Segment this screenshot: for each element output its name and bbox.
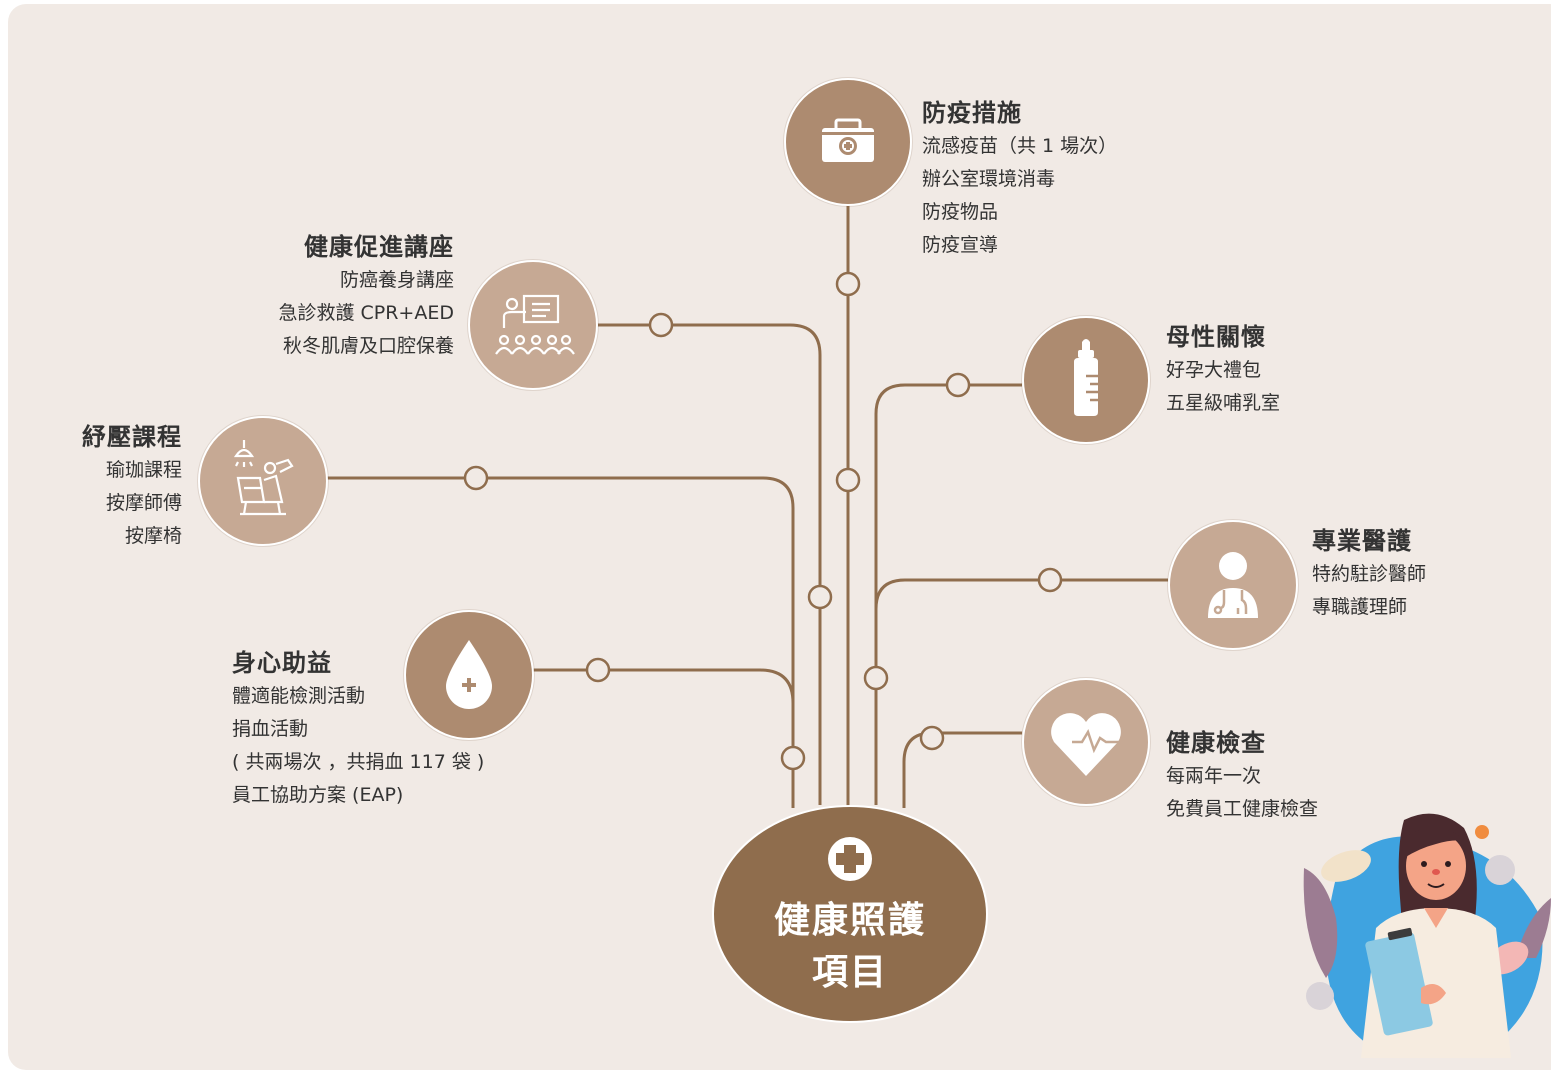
title-wellbeing: 身心助益 bbox=[232, 649, 332, 677]
item-lecture-1: 防癌養身講座 bbox=[339, 269, 454, 291]
title-epidemic: 防疫措施 bbox=[922, 99, 1022, 127]
connector-dot bbox=[863, 665, 889, 691]
item-epidemic-3: 防疫物品 bbox=[922, 201, 999, 223]
item-checkup-1: 每兩年一次 bbox=[1166, 765, 1262, 787]
connector-lecture bbox=[594, 323, 822, 805]
baby-bottle-icon bbox=[1074, 339, 1098, 416]
item-stress-3: 按摩椅 bbox=[124, 525, 182, 547]
block-checkup: 健康檢查 每兩年一次 免費員工健康檢查 bbox=[1166, 726, 1318, 826]
connector-dot bbox=[780, 745, 806, 771]
item-wellbeing-4: 員工協助方案 (EAP) bbox=[232, 784, 404, 806]
item-maternity-2: 五星級哺乳室 bbox=[1166, 392, 1281, 414]
title-medical: 專業醫護 bbox=[1312, 527, 1412, 555]
item-wellbeing-2: 捐血活動 bbox=[232, 718, 309, 740]
connector-dot bbox=[807, 584, 833, 610]
node-checkup bbox=[1022, 678, 1150, 806]
node-wellbeing bbox=[404, 610, 534, 740]
item-wellbeing-1: 體適能檢測活動 bbox=[232, 685, 366, 707]
connector-dot bbox=[919, 725, 945, 751]
node-medical bbox=[1168, 520, 1298, 650]
connector-wellbeing bbox=[530, 668, 795, 808]
node-lecture bbox=[468, 260, 598, 390]
plus-circle-icon bbox=[828, 837, 872, 881]
connector-stress bbox=[326, 476, 795, 808]
connector-dot bbox=[463, 465, 489, 491]
block-medical: 專業醫護 特約駐診醫師 專職護理師 bbox=[1312, 524, 1426, 624]
title-checkup: 健康檢查 bbox=[1166, 729, 1266, 757]
blood-drop-icon bbox=[446, 640, 492, 709]
item-medical-2: 專職護理師 bbox=[1312, 596, 1408, 618]
center-node: 健康照護 項目 bbox=[712, 805, 988, 1023]
connector-dot bbox=[945, 372, 971, 398]
item-lecture-2: 急診救護 CPR+AED bbox=[278, 302, 454, 324]
doctor-icon bbox=[1208, 552, 1258, 618]
connector-medical bbox=[874, 578, 1168, 610]
presentation-audience-icon bbox=[495, 294, 575, 355]
item-epidemic-1: 流感疫苗（共 1 場次） bbox=[922, 135, 1118, 157]
connector-maternity bbox=[874, 383, 1022, 805]
item-wellbeing-3: ( 共兩場次 ，共捐血 117 袋 ) bbox=[232, 751, 485, 773]
item-maternity-1: 好孕大禮包 bbox=[1166, 359, 1262, 381]
item-stress-2: 按摩師傅 bbox=[105, 492, 182, 514]
center-title: 健康照護 項目 bbox=[714, 895, 986, 999]
title-stress: 紓壓課程 bbox=[82, 423, 182, 451]
connector-dot bbox=[835, 271, 861, 297]
node-epidemic bbox=[784, 78, 912, 206]
first-aid-kit-icon bbox=[822, 118, 874, 162]
block-wellbeing: 身心助益 體適能檢測活動 捐血活動 ( 共兩場次 ，共捐血 117 袋 ) 員工… bbox=[232, 646, 484, 812]
item-epidemic-2: 辦公室環境消毒 bbox=[922, 168, 1056, 190]
connector-dot bbox=[835, 467, 861, 493]
connector-dot bbox=[648, 312, 674, 338]
connector-dot bbox=[585, 657, 611, 683]
item-epidemic-4: 防疫宣導 bbox=[922, 234, 999, 256]
doctor-illustration bbox=[1303, 813, 1551, 1058]
center-title-line1: 健康照護 bbox=[773, 900, 926, 941]
title-maternity: 母性關懷 bbox=[1166, 323, 1266, 351]
block-epidemic: 防疫措施 流感疫苗（共 1 場次） 辦公室環境消毒 防疫物品 防疫宣導 bbox=[922, 96, 1117, 262]
connector-dot bbox=[1037, 567, 1063, 593]
item-checkup-2: 免費員工健康檢查 bbox=[1166, 798, 1319, 820]
node-maternity bbox=[1022, 316, 1150, 444]
heart-pulse-icon bbox=[1051, 713, 1122, 776]
node-stress bbox=[198, 416, 328, 546]
item-medical-1: 特約駐診醫師 bbox=[1312, 563, 1427, 585]
block-stress: 紓壓課程 瑜珈課程 按摩師傅 按摩椅 bbox=[30, 420, 182, 553]
block-lecture: 健康促進講座 防癌養身講座 急診救護 CPR+AED 秋冬肌膚及口腔保養 bbox=[200, 230, 454, 363]
center-title-line2: 項目 bbox=[811, 952, 888, 993]
item-stress-1: 瑜珈課程 bbox=[105, 459, 182, 481]
item-lecture-3: 秋冬肌膚及口腔保養 bbox=[282, 335, 454, 357]
massage-chair-icon bbox=[233, 440, 294, 516]
block-maternity: 母性關懷 好孕大禮包 五星級哺乳室 bbox=[1166, 320, 1280, 420]
title-lecture: 健康促進講座 bbox=[304, 233, 454, 261]
